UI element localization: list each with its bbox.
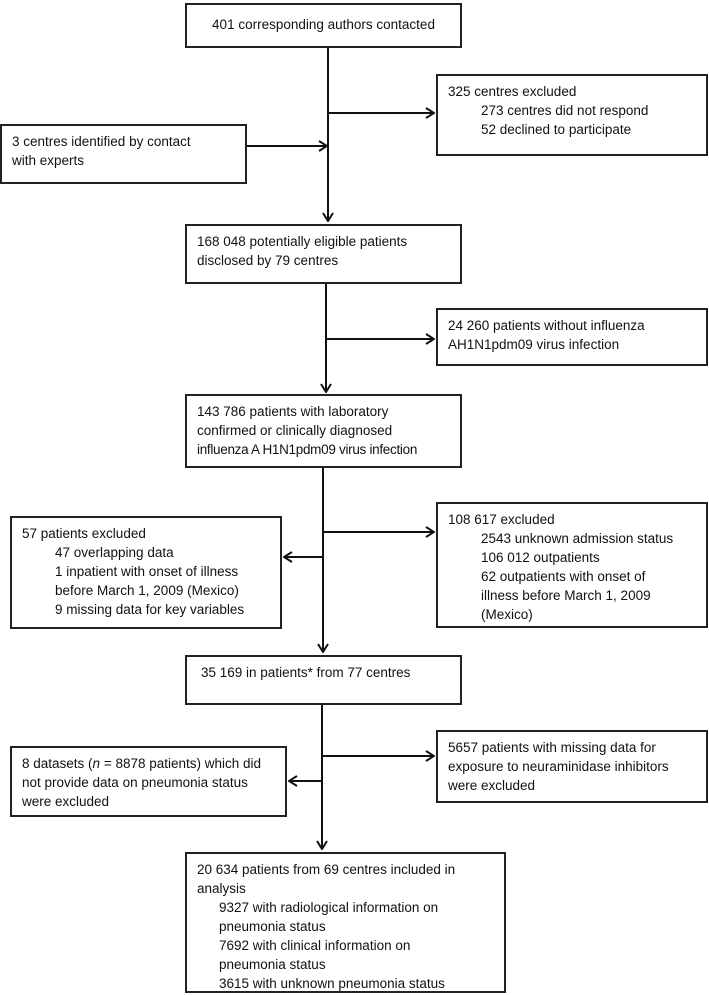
text: 7692 with clinical information on [219,938,411,953]
text: 47 overlapping data [55,545,174,560]
text: 108 617 excluded [448,512,555,527]
text: 8 datasets (n = 8878 patients) which did [22,754,275,773]
text: n [92,756,101,771]
text: 1 inpatient with onset of illness [55,564,239,579]
text: pneumonia status [219,919,326,934]
text: 168 048 potentially eligible patients [197,234,408,249]
box-included-analysis: 20 634 patients from 69 centres included… [185,852,506,993]
text: analysis [197,881,246,896]
text: illness before March 1, 2009 [481,588,651,603]
text: = 8878 patients) which did [100,756,262,771]
text: 35 169 in patients* from 77 centres [201,665,411,680]
text: 273 centres did not respond [481,103,649,118]
text: 24 260 patients without influenza [448,318,645,333]
text: 106 012 outpatients [481,550,600,565]
box-centres-identified: 3 centres identified by contact with exp… [0,124,247,184]
text: 2543 unknown admission status [481,531,674,546]
text: influenza A H1N1pdm09 virus infection [197,442,418,457]
box-datasets-excluded: 8 datasets (n = 8878 patients) which did… [10,746,287,817]
text: 9327 with radiological information on [219,900,439,915]
box-centres-excluded: 325 centres excluded 273 centres did not… [436,74,708,156]
box-eligible-patients: 168 048 potentially eligible patients di… [185,224,462,284]
box-authors-contacted: 401 corresponding authors contacted [185,3,462,48]
box-inpatients: 35 169 in patients* from 77 centres [185,655,462,705]
box-missing-exposure: 5657 patients with missing data for expo… [436,730,708,803]
box-57-excluded: 57 patients excluded 47 overlapping data… [10,516,282,629]
text: 3615 with unknown pneumonia status [219,976,445,991]
text: 52 declined to participate [481,122,632,137]
text: before March 1, 2009 (Mexico) [55,583,239,598]
text: were excluded [448,778,536,793]
text: (Mexico) [481,607,533,622]
box-confirmed-patients: 143 786 patients with laboratory confirm… [185,394,462,468]
text: 401 corresponding authors contacted [212,17,435,32]
text: 143 786 patients with laboratory [197,404,389,419]
box-108617-excluded: 108 617 excluded 2543 unknown admission … [436,502,708,628]
text: exposure to neuraminidase inhibitors [448,759,669,774]
text: AH1N1pdm09 virus infection [448,337,620,352]
text: disclosed by 79 centres [197,253,339,268]
text: 8 datasets ( [22,756,93,771]
text: 20 634 patients from 69 centres included… [197,862,456,877]
text: 57 patients excluded [22,526,146,541]
text: 325 centres excluded [448,84,577,99]
box-without-influenza: 24 260 patients without influenza AH1N1p… [436,308,708,366]
text: with experts [12,153,85,168]
text: confirmed or clinically diagnosed [197,423,393,438]
text: 5657 patients with missing data for [448,740,656,755]
text: not provide data on pneumonia status [22,775,248,790]
text: were excluded [22,794,110,809]
text: 62 outpatients with onset of [481,569,646,584]
text: 9 missing data for key variables [55,602,245,617]
text: pneumonia status [219,957,326,972]
text: 3 centres identified by contact [12,134,191,149]
